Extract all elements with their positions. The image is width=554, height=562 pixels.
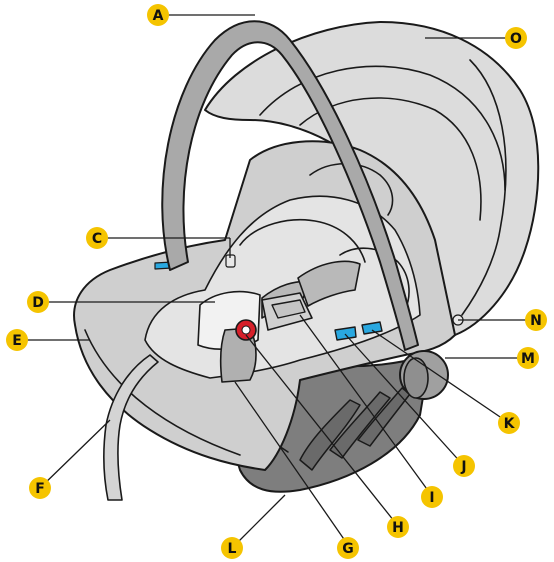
badge-k: K bbox=[498, 412, 520, 434]
belt-guide-clip bbox=[362, 322, 382, 334]
release-button-center bbox=[242, 326, 250, 334]
badge-h: H bbox=[387, 516, 409, 538]
badge-o: O bbox=[505, 27, 527, 49]
badge-c-label: C bbox=[92, 231, 102, 247]
badge-k-label: K bbox=[504, 416, 516, 432]
badge-n: N bbox=[525, 309, 547, 331]
belt-guide-clip bbox=[335, 327, 356, 340]
badge-a-label: A bbox=[153, 8, 164, 24]
badge-e-label: E bbox=[12, 333, 22, 349]
badge-d: D bbox=[27, 291, 49, 313]
badge-g-label: G bbox=[342, 541, 354, 557]
badge-l: L bbox=[221, 537, 243, 559]
badge-e: E bbox=[6, 329, 28, 351]
badge-a: A bbox=[147, 4, 169, 26]
badge-d-label: D bbox=[32, 295, 44, 311]
badge-m: M bbox=[517, 347, 539, 369]
badge-i: I bbox=[421, 486, 443, 508]
badge-g: G bbox=[337, 537, 359, 559]
badge-c: C bbox=[86, 227, 108, 249]
leader-line-l bbox=[235, 495, 285, 545]
badge-f: F bbox=[29, 477, 51, 499]
badge-h-label: H bbox=[392, 520, 404, 536]
badge-f-label: F bbox=[35, 481, 45, 497]
leader-line-f bbox=[40, 420, 110, 488]
handle-pivot-face bbox=[404, 358, 428, 398]
badge-j: J bbox=[453, 455, 475, 477]
badge-m-label: M bbox=[521, 351, 535, 367]
badge-j-label: J bbox=[460, 459, 466, 475]
badge-l-label: L bbox=[228, 541, 237, 557]
badge-o-label: O bbox=[510, 31, 522, 47]
car-seat-illustration bbox=[74, 21, 538, 500]
badge-i-label: I bbox=[429, 490, 434, 506]
badge-n-label: N bbox=[530, 313, 542, 329]
